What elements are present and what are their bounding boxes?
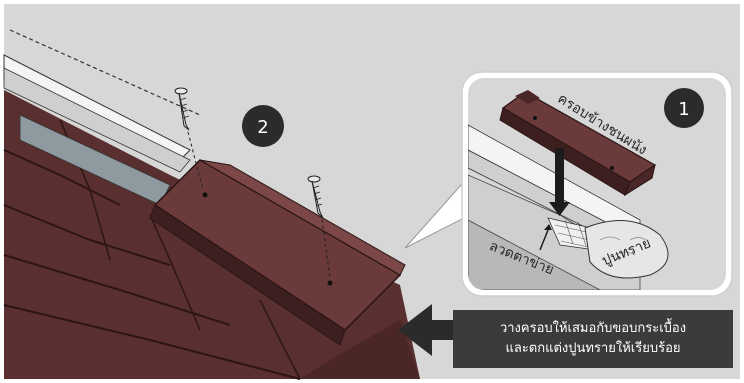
instruction-line-2: และตกแต่งปูนทรายให้เรียบร้อย [505,339,680,359]
svg-text:2: 2 [257,117,268,138]
instruction-line-1: วางครอบให้เสมอกับขอบกระเบื้อง [500,319,686,339]
step-2-badge: 2 [242,105,284,147]
step-1-badge: 1 [664,88,704,128]
svg-text:1: 1 [678,99,689,120]
instruction-callout: วางครอบให้เสมอกับขอบกระเบื้อง และตกแต่งป… [453,310,733,368]
detail-inset: ปูนทราย ลวดตาข่าย ครอบข้างชนผนัง [462,72,732,296]
